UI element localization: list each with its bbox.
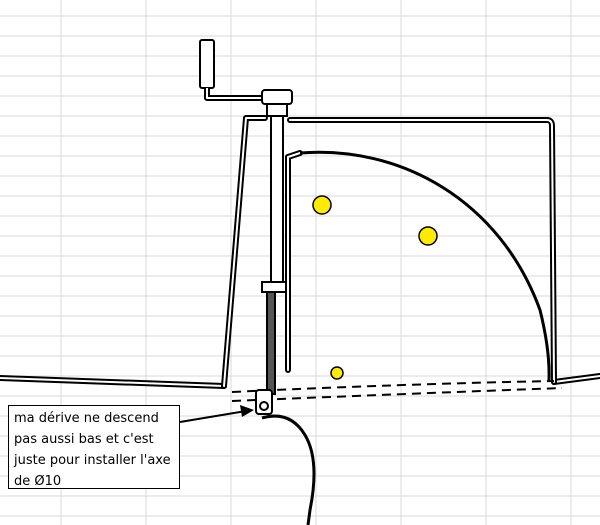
annotation-line: ma dérive ne descend [14, 411, 159, 426]
annotation-note: ma dérive ne descend pas aussi bas et c'… [8, 405, 180, 489]
crank-handle-icon [199, 39, 293, 105]
hole-upper-right [418, 226, 438, 246]
centerboard-trunk [221, 115, 557, 389]
centerboard-outline [285, 150, 551, 381]
annotation-line: pas aussi bas et c'est [14, 432, 154, 447]
dashed-waterline [231, 380, 563, 402]
hull-bottom-left [0, 375, 227, 389]
annotation-line: juste pour installer l'axe [14, 453, 171, 468]
pivot-axle-icon [255, 389, 273, 415]
annotation-line: de Ø10 [14, 474, 62, 489]
hole-upper-left [312, 195, 332, 215]
pointer-arrow-icon [179, 405, 254, 423]
hole-lower [330, 366, 344, 380]
screw-rod [261, 103, 288, 395]
lower-swing-arc [261, 414, 316, 525]
hull-bottom-right [551, 373, 600, 385]
